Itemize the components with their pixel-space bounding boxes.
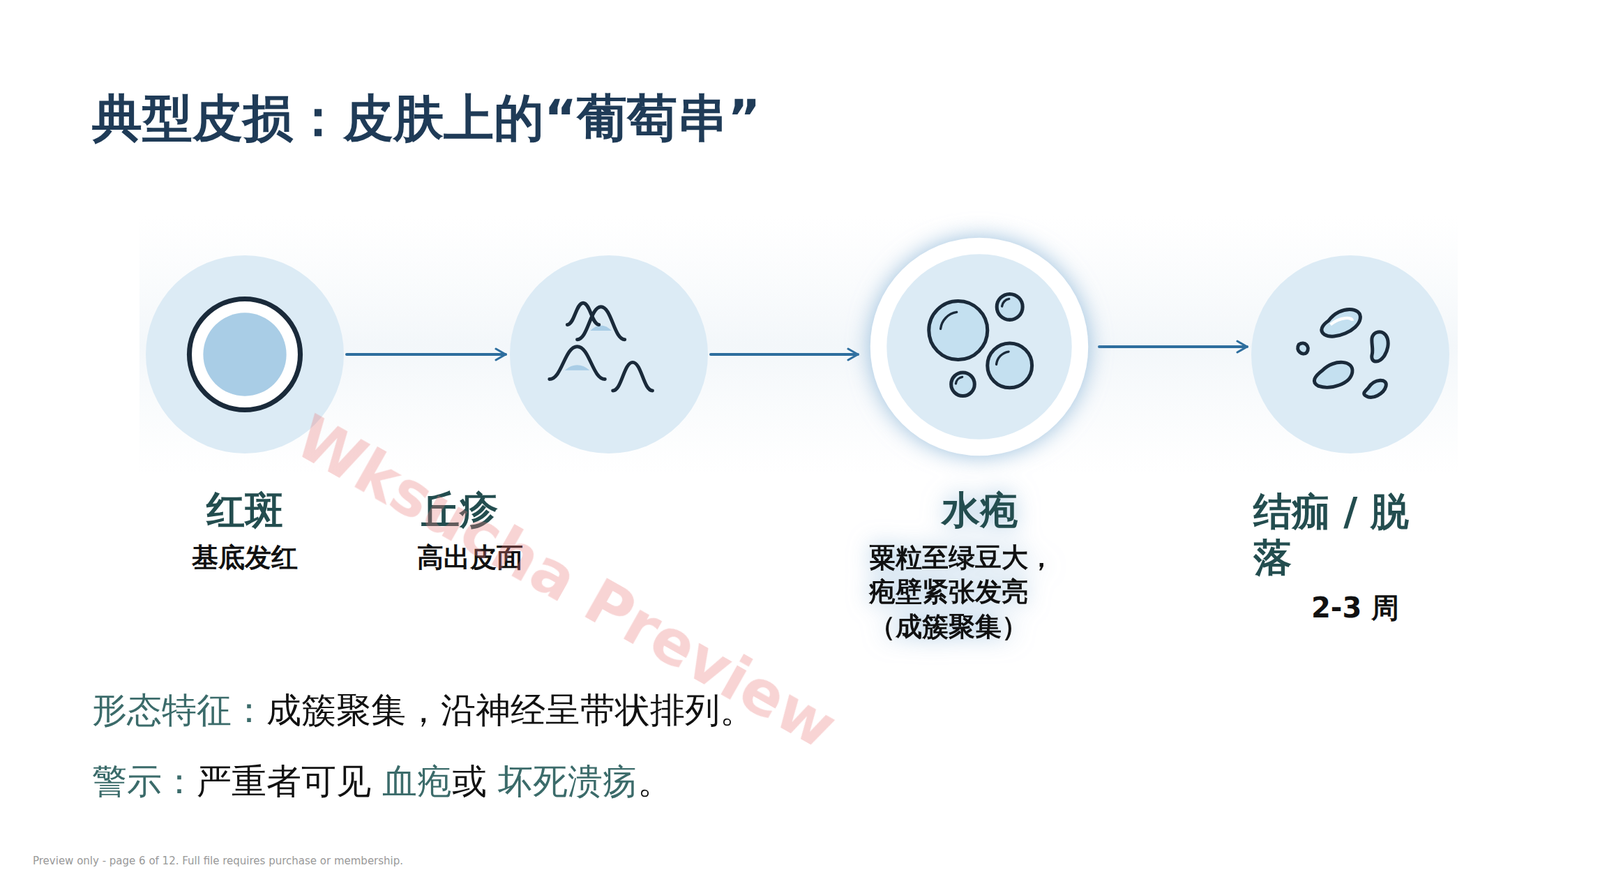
feature-note: 形态特征：成簇聚集，沿神经呈带状排列。 (92, 687, 755, 734)
stage-note: 基底发红 (167, 540, 323, 575)
body-text: 成簇聚集，沿神经呈带状排列。 (266, 689, 755, 731)
highlight-text: 坏死溃疡 (497, 760, 638, 802)
highlight-text: 血疱 (382, 760, 452, 802)
flow-arrow (1099, 345, 1248, 349)
stage-note: 粟粒至绿豆大， 疱壁紧张发亮 （成簇聚集） (869, 540, 1073, 644)
stage-illustration (1251, 255, 1450, 454)
stage-illustration (509, 255, 708, 454)
slide-title: 典型皮损：皮肤上的“葡萄串” (92, 85, 761, 153)
stage-illustration (862, 229, 1097, 464)
stage-note: 2-3 周 (1311, 589, 1451, 626)
stage-circle: 红斑基底发红 (145, 255, 344, 454)
stage-heading: 结痂 / 脱落 (1253, 488, 1418, 581)
stage-heading: 水疱 (871, 488, 1089, 533)
stage-circle: 丘疹高出皮面 (509, 255, 708, 454)
highlight-text: 警示： (92, 760, 197, 802)
stage-heading: 红斑 (167, 488, 323, 533)
footer-note: Preview only - page 6 of 12. Full file r… (32, 854, 404, 867)
stage-illustration (145, 255, 344, 454)
stage-heading: 丘疹 (421, 488, 575, 533)
body-text: 严重者可见 (196, 760, 383, 802)
body-text: 。 (637, 760, 673, 802)
warning-note: 警示：严重者可见 血疱或 坏死溃疡。 (92, 758, 673, 805)
flow-arrow (710, 352, 858, 356)
highlight-text: 形态特征： (92, 689, 267, 731)
stage-circle: 水疱粟粒至绿豆大， 疱壁紧张发亮 （成簇聚集） (862, 229, 1097, 464)
body-text: 或 (451, 760, 498, 802)
stage-note: 高出皮面 (417, 540, 578, 575)
flow-arrow (346, 352, 506, 356)
stage-circle: 结痂 / 脱落2-3 周 (1251, 255, 1450, 454)
